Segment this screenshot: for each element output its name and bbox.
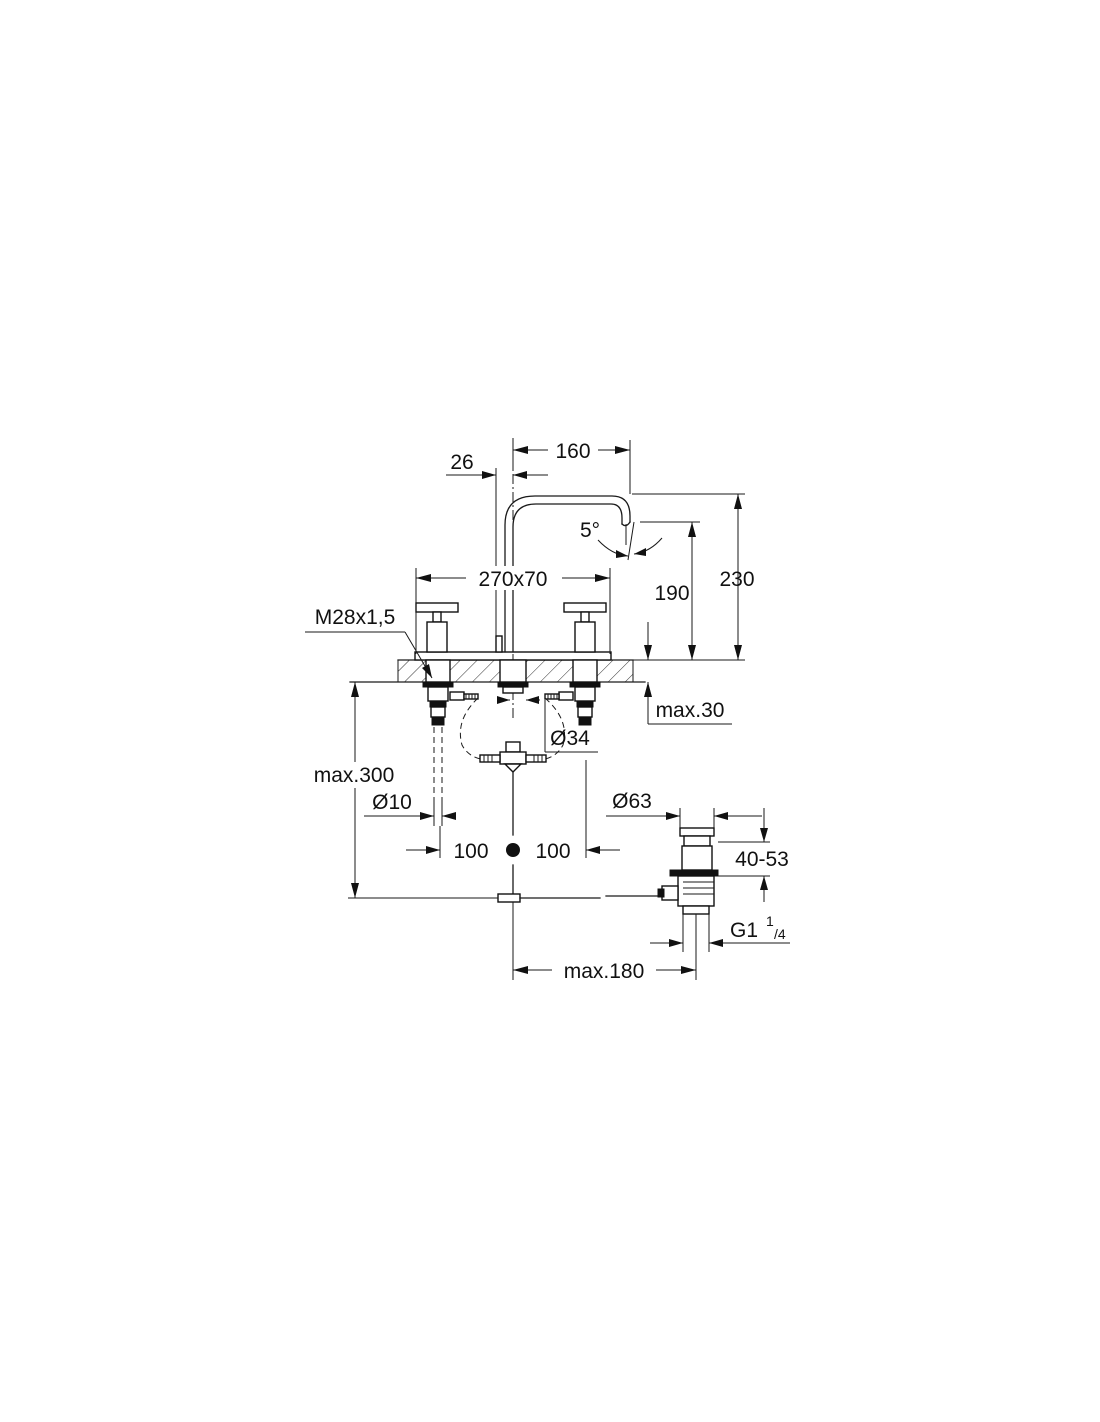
label-spout-depth: 26 <box>450 451 473 474</box>
dim-thread <box>305 631 433 679</box>
label-waste-thread-num: 1 <box>766 913 774 929</box>
right-cross-handle <box>563 602 607 653</box>
supply-pipe <box>433 727 443 815</box>
dim-left-offset <box>406 826 441 858</box>
label-deck-thickness: max.30 <box>656 699 725 722</box>
dim-5-degree <box>597 521 663 561</box>
label-spout-total-height: 230 <box>719 568 754 591</box>
label-hole-spacing: 270x70 <box>479 568 548 591</box>
label-waste-thread: G1 <box>730 919 758 942</box>
label-spout-angle: 5° <box>580 519 600 542</box>
dim-supply-length <box>306 682 498 899</box>
label-bore-diameter: Ø34 <box>550 727 590 750</box>
dim-waste-range <box>718 808 770 902</box>
drain-center-dot <box>506 843 520 857</box>
left-valve-body <box>422 659 479 726</box>
label-left-offset: 100 <box>453 840 488 863</box>
right-valve-body <box>544 659 601 726</box>
label-waste-thread-den: /4 <box>774 926 786 942</box>
label-supply-diameter: Ø10 <box>372 791 412 814</box>
dim-bore <box>497 696 598 753</box>
label-spout-outlet-height: 190 <box>654 582 689 605</box>
label-waste-diameter: Ø63 <box>612 790 652 813</box>
left-cross-handle <box>415 602 459 653</box>
dim-190 <box>640 521 700 660</box>
label-rod-length: max.180 <box>564 960 645 983</box>
dim-waste-diameter <box>606 808 762 828</box>
dim-26 <box>446 468 548 636</box>
spout <box>495 495 631 653</box>
dim-270x70 <box>415 566 611 654</box>
label-supply-length: max.300 <box>314 764 395 787</box>
dim-waste-thread <box>650 914 790 952</box>
dim-deck-thickness <box>644 622 732 725</box>
countertop <box>349 659 646 683</box>
label-waste-range: 40-53 <box>735 848 789 871</box>
dim-rod-length <box>512 902 697 982</box>
waste-assembly <box>657 827 719 915</box>
left-flex-hose <box>459 697 491 761</box>
label-spout-reach: 160 <box>555 440 590 463</box>
center-spout-nut <box>497 659 529 694</box>
dim-230 <box>632 493 745 661</box>
dim-right-offset <box>585 760 620 858</box>
mixing-tee <box>479 741 547 836</box>
dim-160 <box>512 438 631 494</box>
label-thread: M28x1,5 <box>315 606 396 629</box>
label-right-offset: 100 <box>535 840 570 863</box>
dim-supply-diameter <box>364 800 456 826</box>
pop-up-rod <box>497 864 661 903</box>
